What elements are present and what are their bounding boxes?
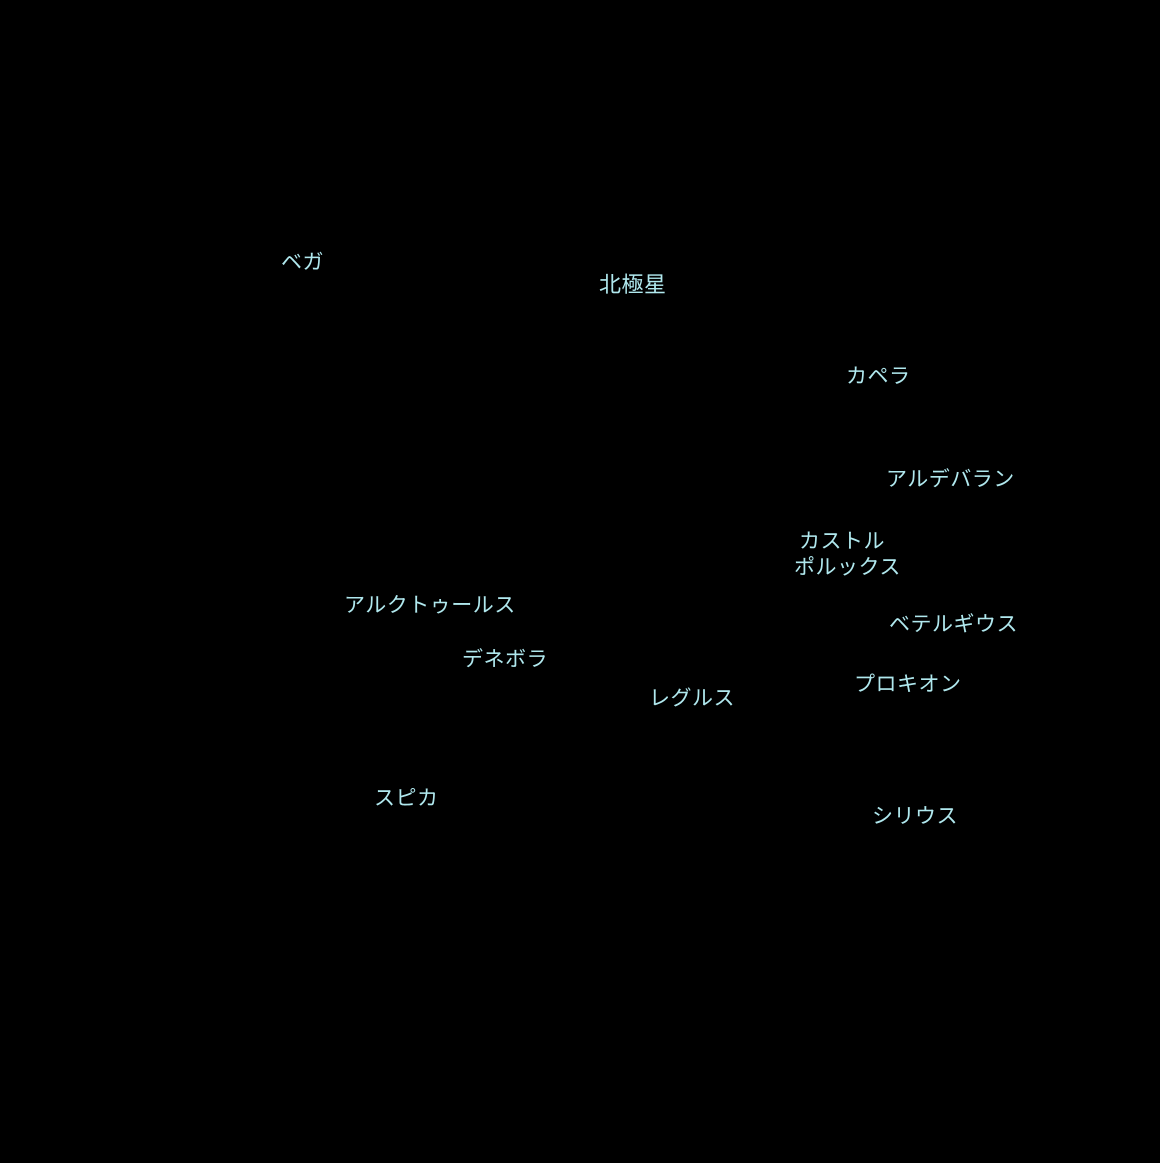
- star-label-castor[interactable]: カストル: [799, 531, 885, 552]
- star-name-arcturus: アルクトゥールス: [344, 593, 516, 617]
- star-label-vega[interactable]: ベガ: [281, 252, 324, 273]
- star-label-aldebaran[interactable]: アルデバラン: [886, 469, 1015, 490]
- star-label-regulus[interactable]: レグルス: [649, 688, 735, 709]
- star-label-polaris[interactable]: 北極星: [599, 275, 667, 297]
- star-label-denebola[interactable]: デネボラ: [462, 649, 548, 670]
- star-label-capella[interactable]: カペラ: [846, 366, 911, 387]
- star-label-betelgeuse[interactable]: ベテルギウス: [889, 614, 1018, 635]
- star-name-polaris: 北極星: [599, 273, 667, 298]
- star-name-pollux: ポルックス: [794, 555, 901, 579]
- star-label-arcturus[interactable]: アルクトゥールス: [344, 595, 516, 616]
- star-name-regulus: レグルス: [649, 686, 735, 710]
- star-name-procyon: プロキオン: [854, 672, 962, 696]
- star-label-procyon[interactable]: プロキオン: [854, 674, 962, 695]
- star-name-capella: カペラ: [846, 364, 911, 388]
- star-name-sirius: シリウス: [872, 804, 958, 828]
- star-name-aldebaran: アルデバラン: [886, 467, 1015, 491]
- star-name-vega: ベガ: [281, 250, 324, 274]
- star-name-denebola: デネボラ: [462, 647, 548, 671]
- star-name-betelgeuse: ベテルギウス: [889, 612, 1018, 636]
- star-name-castor: カストル: [799, 529, 885, 553]
- star-name-spica: スピカ: [374, 786, 439, 810]
- star-label-sirius[interactable]: シリウス: [872, 806, 958, 827]
- star-label-spica[interactable]: スピカ: [374, 788, 439, 809]
- star-label-pollux[interactable]: ポルックス: [794, 557, 901, 578]
